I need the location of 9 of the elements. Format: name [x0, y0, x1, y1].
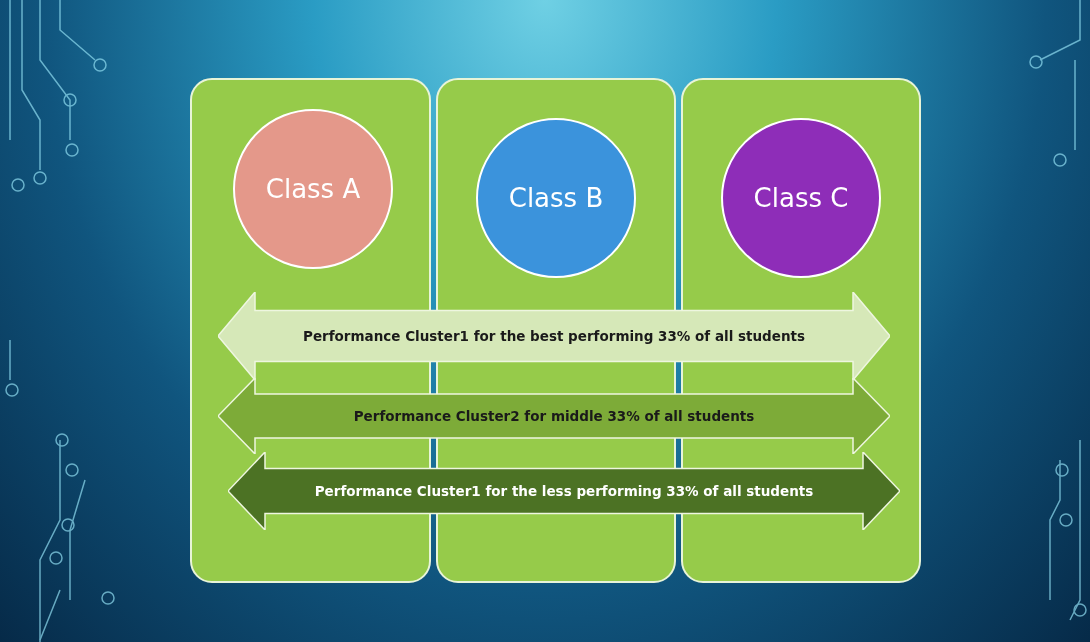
double-arrow-band — [228, 452, 900, 530]
class-label: Class A — [265, 174, 361, 204]
class-label: Class C — [753, 183, 849, 213]
double-arrow-band — [218, 292, 890, 380]
cluster-label: Performance Cluster1 for the less performing 33% of all students — [314, 483, 814, 499]
cluster-label: Performance Cluster1 for the best performing 33% of all students — [303, 328, 805, 344]
cluster-label: Performance Cluster2 for middle 33% of all students — [353, 408, 755, 424]
class-label: Class B — [508, 183, 604, 213]
double-arrow-band — [218, 378, 890, 454]
